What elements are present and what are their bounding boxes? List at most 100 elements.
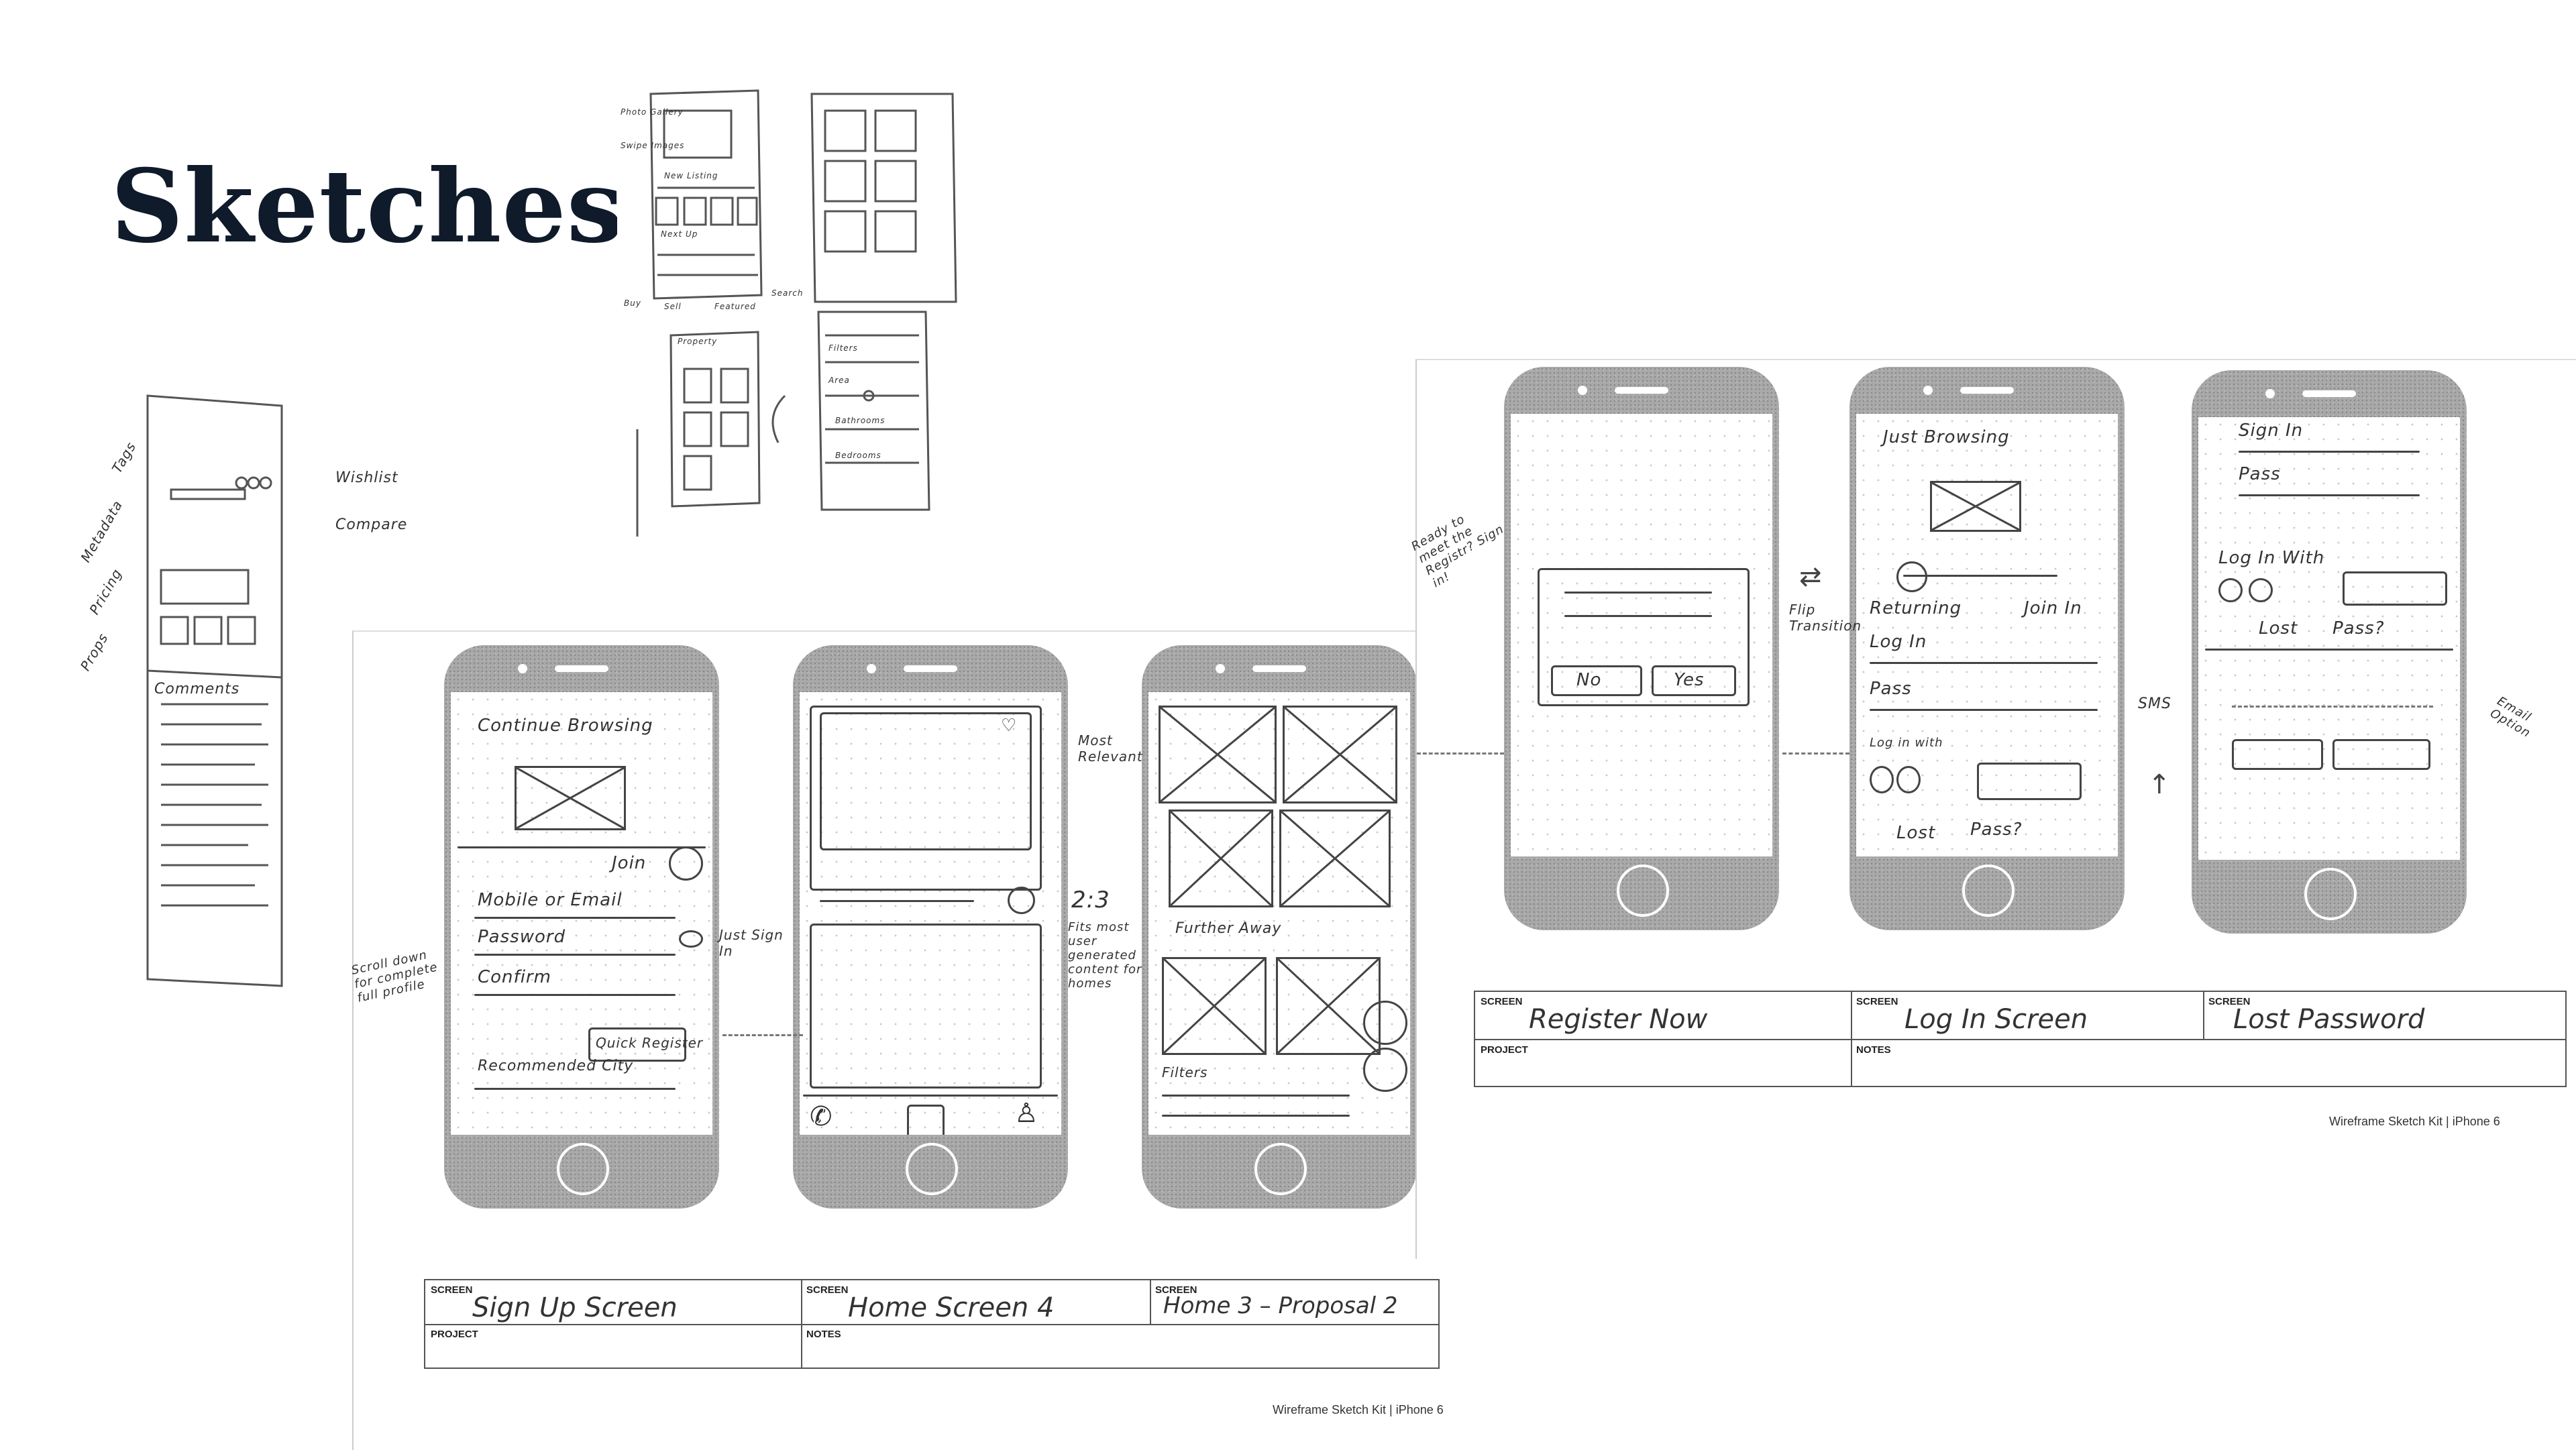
field-mobile-email[interactable]: Mobile or Email bbox=[478, 890, 623, 910]
annotation-most-relevant: Most Relevant bbox=[1078, 732, 1143, 765]
grid-image-5[interactable] bbox=[1162, 957, 1267, 1055]
screen-info-form: SCREEN SCREEN SCREEN PROJECT NOTES Sign … bbox=[424, 1279, 1440, 1369]
screen-name-3: Home 3 – Proposal 2 bbox=[1163, 1292, 1398, 1319]
annotation-flip: Flip Transition bbox=[1789, 602, 1862, 634]
annotation-fits: Fits most user generated content for hom… bbox=[1068, 920, 1142, 991]
label-swipe-images: Swipe Images bbox=[621, 141, 685, 150]
sheet-footer: Wireframe Sketch Kit | iPhone 6 bbox=[1273, 1403, 1444, 1416]
home-button[interactable] bbox=[1254, 1143, 1307, 1195]
login-with-label: Log in with bbox=[1870, 736, 1943, 750]
home-button[interactable] bbox=[1617, 865, 1669, 917]
annotation-just-sign-in: Just Sign In bbox=[719, 927, 784, 959]
screen-info-form: SCREEN SCREEN SCREEN PROJECT NOTES Regis… bbox=[1474, 991, 2567, 1087]
arrow-flip-icon: ⇄ bbox=[1799, 561, 1822, 592]
label-featured: Featured bbox=[714, 302, 756, 311]
sketch-detail-drawing bbox=[146, 394, 283, 987]
listing-card-top[interactable] bbox=[810, 706, 1042, 891]
label-wishlist: Wishlist bbox=[335, 469, 398, 486]
grid-image-6[interactable] bbox=[1276, 957, 1381, 1055]
label-area: Area bbox=[828, 376, 850, 385]
listing-card-bottom[interactable] bbox=[810, 924, 1042, 1089]
eye-icon[interactable] bbox=[679, 930, 703, 948]
home-button[interactable] bbox=[1962, 865, 2015, 917]
phone-login: Just Browsing Returning Join In Log In P… bbox=[1849, 367, 2125, 930]
phone-home-3-screen: Further Away Filters bbox=[1148, 692, 1410, 1135]
back-just-browsing[interactable]: Just Browsing bbox=[1883, 427, 2010, 447]
phone-home-4-screen: ♡ ✆ ♙ bbox=[800, 692, 1061, 1135]
yes-button[interactable]: Yes bbox=[1652, 665, 1736, 696]
home-button[interactable] bbox=[2304, 868, 2357, 920]
grid-image-1[interactable] bbox=[1159, 706, 1277, 803]
grid-image-2[interactable] bbox=[1283, 706, 1397, 803]
sketch-browse-drawing bbox=[636, 89, 957, 537]
home-button[interactable] bbox=[557, 1143, 609, 1195]
pass-question-label[interactable]: Pass? bbox=[1970, 820, 2023, 840]
grid-image-3[interactable] bbox=[1169, 810, 1273, 907]
sketch-sheet-login: No Yes Just Browsing Returning Join In L… bbox=[1409, 359, 2576, 1259]
login-submit-button[interactable] bbox=[1977, 763, 2082, 800]
fab-button-2[interactable] bbox=[1363, 1048, 1407, 1092]
phone-home-3: Further Away Filters bbox=[1142, 645, 1417, 1209]
login-with-label: Log In With bbox=[2218, 548, 2325, 568]
phone-lost-password-screen: Sign In Pass Log In With Lost Pass? bbox=[2198, 417, 2460, 860]
screen-name-3: Lost Password bbox=[2233, 1004, 2425, 1035]
recommended-city: Recommended City bbox=[478, 1058, 634, 1074]
social-circle-1[interactable] bbox=[1870, 766, 1894, 793]
sketch-detail-page: Tags Metadata Pricing Props Wishlist Com… bbox=[77, 389, 429, 993]
login-label: Log In bbox=[1870, 632, 1927, 652]
lost-label[interactable]: Lost bbox=[2259, 618, 2298, 638]
heart-icon[interactable]: ♡ bbox=[1001, 716, 1018, 736]
sheet-footer: Wireframe Sketch Kit | iPhone 6 bbox=[2329, 1115, 2500, 1128]
label-next-up: Next Up bbox=[661, 229, 698, 239]
filters-label[interactable]: Filters bbox=[1162, 1064, 1208, 1080]
sketch-sheet-signup: Continue Browsing Join Mobile or Email P… bbox=[350, 630, 1444, 1450]
field-password[interactable]: Password bbox=[478, 927, 566, 947]
home-button[interactable] bbox=[906, 1143, 958, 1195]
label-property: Property bbox=[678, 337, 718, 346]
login-image bbox=[1930, 481, 2021, 532]
fab-button-1[interactable] bbox=[1363, 1001, 1407, 1045]
phone-signup-screen: Continue Browsing Join Mobile or Email P… bbox=[451, 692, 712, 1135]
register-dialog bbox=[1538, 568, 1750, 706]
login-submit-button[interactable] bbox=[2343, 571, 2447, 606]
pass-label: Pass bbox=[2239, 464, 2281, 484]
sign-in-label: Sign In bbox=[2239, 421, 2304, 441]
screen-name-2: Log In Screen bbox=[1904, 1004, 2088, 1035]
email-button[interactable] bbox=[2332, 739, 2430, 770]
label-buy: Buy bbox=[624, 298, 641, 308]
returning-label[interactable]: Returning bbox=[1870, 598, 1962, 618]
phone-register: No Yes bbox=[1504, 367, 1779, 930]
social-circle-2[interactable] bbox=[2249, 578, 2273, 602]
image-placeholder bbox=[515, 766, 626, 830]
phone-signup: Continue Browsing Join Mobile or Email P… bbox=[444, 645, 719, 1209]
join-button[interactable] bbox=[669, 846, 703, 881]
label-bedrooms: Bedrooms bbox=[835, 451, 881, 460]
quick-register-button[interactable]: Quick Register bbox=[588, 1027, 702, 1062]
join-in-label[interactable]: Join In bbox=[2024, 598, 2082, 618]
no-button[interactable]: No bbox=[1551, 665, 1642, 696]
card-action-circle[interactable] bbox=[1008, 887, 1035, 914]
phone-home-4: ♡ ✆ ♙ bbox=[793, 645, 1068, 1209]
label-new-listing: New Listing bbox=[664, 171, 718, 180]
phone-icon[interactable]: ✆ bbox=[810, 1101, 833, 1132]
lost-label[interactable]: Lost bbox=[1896, 823, 1936, 843]
social-circle-2[interactable] bbox=[1896, 766, 1921, 793]
social-circle-1[interactable] bbox=[2218, 578, 2243, 602]
center-tab-icon[interactable] bbox=[907, 1105, 945, 1135]
pass-question-label[interactable]: Pass? bbox=[2332, 618, 2385, 638]
field-confirm[interactable]: Confirm bbox=[478, 967, 551, 987]
screen-name-2: Home Screen 4 bbox=[848, 1292, 1055, 1323]
label-comments: Comments bbox=[154, 681, 240, 698]
grid-image-4[interactable] bbox=[1279, 810, 1391, 907]
phone-register-screen: No Yes bbox=[1511, 414, 1772, 856]
toggle-knob[interactable] bbox=[1896, 561, 1927, 592]
annotation-ready: Ready to meet the Registr? Sign in! bbox=[1409, 512, 1507, 591]
label-search: Search bbox=[771, 288, 804, 298]
join-label: Join bbox=[612, 853, 647, 873]
label-sell: Sell bbox=[664, 302, 682, 311]
back-continue-browsing[interactable]: Continue Browsing bbox=[478, 716, 653, 736]
annotation-sms: SMS bbox=[2138, 695, 2171, 712]
profile-icon[interactable]: ♙ bbox=[1014, 1098, 1039, 1129]
page-title: Sketches bbox=[111, 148, 625, 266]
sms-button[interactable] bbox=[2232, 739, 2323, 770]
